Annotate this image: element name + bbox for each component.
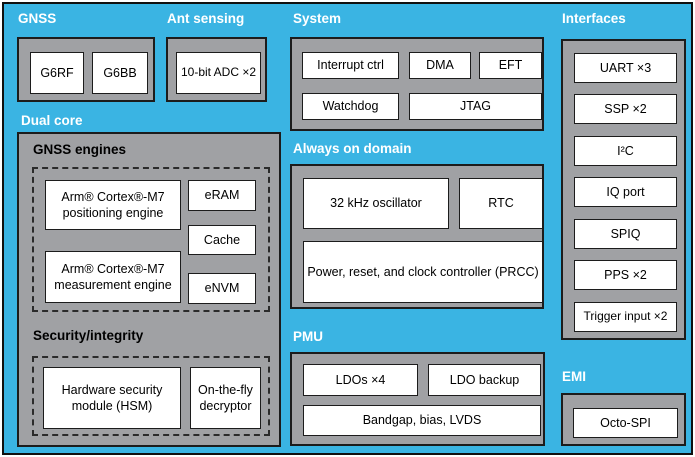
sub-label-security-integrity: Security/integrity <box>33 328 144 343</box>
block-g6bb: G6BB <box>92 52 148 94</box>
block-ssp: SSP ×2 <box>574 94 677 124</box>
block-octo-spi: Octo-SPI <box>573 408 678 438</box>
block-positioning-engine: Arm® Cortex®-M7 positioning engine <box>45 180 181 230</box>
section-pmu: LDOs ×4 LDO backup Bandgap, bias, LVDS <box>290 352 545 446</box>
section-gnss: G6RF G6BB <box>17 37 155 102</box>
block-prcc: Power, reset, and clock controller (PRCC… <box>303 241 543 303</box>
block-ldos: LDOs ×4 <box>303 364 418 396</box>
section-always-on: 32 kHz oscillator RTC Power, reset, and … <box>290 164 544 309</box>
block-spiq: SPIQ <box>574 219 677 249</box>
block-eram: eRAM <box>188 180 256 211</box>
sub-label-gnss-engines: GNSS engines <box>33 142 127 157</box>
section-label-pmu: PMU <box>293 329 323 344</box>
section-dual-core: GNSS engines Arm® Cortex®-M7 positioning… <box>17 132 281 447</box>
block-envm: eNVM <box>188 273 256 304</box>
block-g6rf: G6RF <box>30 52 84 94</box>
block-bandgap: Bandgap, bias, LVDS <box>303 405 541 436</box>
block-i2c: I²C <box>574 136 677 166</box>
block-cache: Cache <box>188 225 256 255</box>
block-ldo-backup: LDO backup <box>428 364 541 396</box>
block-watchdog: Watchdog <box>302 93 399 120</box>
section-label-dual-core: Dual core <box>21 113 83 128</box>
block-otf-decryptor: On-the-fly decryptor <box>190 367 261 429</box>
block-rtc: RTC <box>459 178 543 229</box>
block-32khz-oscillator: 32 kHz oscillator <box>303 178 449 229</box>
block-iq-port: IQ port <box>574 177 677 207</box>
block-eft: EFT <box>479 52 542 79</box>
section-label-ant-sensing: Ant sensing <box>167 11 245 26</box>
block-interrupt-ctrl: Interrupt ctrl <box>302 52 399 79</box>
section-label-system: System <box>293 11 342 26</box>
block-hsm: Hardware security module (HSM) <box>43 367 181 429</box>
section-label-emi: EMI <box>562 369 587 384</box>
block-measurement-engine: Arm® Cortex®-M7 measurement engine <box>45 251 181 303</box>
section-interfaces: UART ×3 SSP ×2 I²C IQ port SPIQ PPS ×2 T… <box>561 39 686 340</box>
section-emi: Octo-SPI <box>561 393 686 446</box>
section-label-always-on: Always on domain <box>293 141 412 156</box>
section-label-interfaces: Interfaces <box>562 11 626 26</box>
section-system: Interrupt ctrl DMA EFT Watchdog JTAG <box>290 37 544 131</box>
block-dma: DMA <box>409 52 471 79</box>
section-label-gnss: GNSS <box>18 11 57 26</box>
block-jtag: JTAG <box>409 93 542 120</box>
block-pps: PPS ×2 <box>574 260 677 290</box>
group-security-integrity: Hardware security module (HSM) On-the-fl… <box>32 356 270 436</box>
block-trigger-input: Trigger input ×2 <box>574 302 677 332</box>
block-adc: 10-bit ADC ×2 <box>176 52 261 94</box>
block-uart: UART ×3 <box>574 53 677 83</box>
group-gnss-engines: Arm® Cortex®-M7 positioning engine eRAM … <box>32 167 270 312</box>
section-ant-sensing: 10-bit ADC ×2 <box>166 37 267 102</box>
